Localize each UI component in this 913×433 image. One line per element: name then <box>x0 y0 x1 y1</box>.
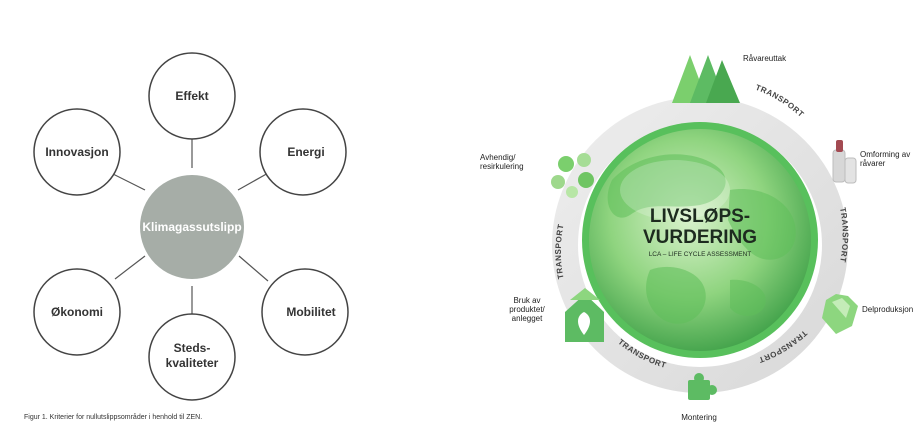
lca-title-line2: VURDERING <box>643 227 757 248</box>
continent-south <box>646 266 706 324</box>
house-icon <box>565 288 604 342</box>
stage-omforming-line2: råvarer <box>860 159 886 168</box>
figure-caption: Figur 1. Kriterier for nullutslippsområd… <box>24 414 203 421</box>
lca-diagram: LIVSLØPS- VURDERING LCA – LIFE CYCLE ASS… <box>480 54 913 422</box>
node-okonomi-label: Økonomi <box>51 305 103 319</box>
stage-bruk-line3: anlegget <box>512 314 543 323</box>
node-innovasjon <box>33 108 121 196</box>
puzzle-icon <box>688 373 717 400</box>
node-okonomi <box>33 268 121 356</box>
lca-title-line1: LIVSLØPS- <box>650 206 750 227</box>
criteria-diagram: Klimagassutslipp Effekt Energi Mobilitet… <box>33 52 349 401</box>
line-energi <box>237 171 271 191</box>
globe-highlight <box>620 160 730 220</box>
stage-delprodukt: Delproduksjon <box>862 305 913 314</box>
recycling-icon <box>551 153 594 198</box>
node-innovasjon-label: Innovasjon <box>45 145 108 159</box>
node-steds-line1: Steds- <box>174 341 211 355</box>
transport-label-right: TRANSPORT <box>838 207 850 264</box>
center-label: Klimagassutslipp <box>142 220 241 234</box>
node-stedskvaliteter <box>148 313 236 401</box>
node-steds-line2: kvaliteter <box>166 356 219 370</box>
transport-label-left: TRANSPORT <box>554 223 566 280</box>
transport-label-right-path: TRANSPORT <box>838 207 849 264</box>
node-energi <box>259 108 347 196</box>
lca-subtitle: LCA – LIFE CYCLE ASSESSMENT <box>649 251 752 258</box>
stage-avhendig-line2: resirkulering <box>480 162 524 171</box>
node-mobilitet <box>261 268 349 356</box>
stage-avhendig-line1: Avhendig/ <box>480 153 516 162</box>
node-effekt <box>148 52 236 140</box>
line-mobilitet <box>238 255 269 282</box>
center-circle <box>140 175 244 279</box>
node-effekt-label: Effekt <box>175 89 208 103</box>
continent-north <box>607 154 726 218</box>
connector-lines <box>112 123 271 314</box>
stage-omforming-line1: Omforming av <box>860 150 910 159</box>
mountains-icon <box>672 55 740 103</box>
cylinders-icon <box>832 140 857 184</box>
line-innovasjon <box>112 173 146 191</box>
node-energi-label: Energi <box>287 145 324 159</box>
line-okonomi <box>114 255 146 280</box>
transport-label-left-path: TRANSPORT <box>554 223 565 280</box>
hand-icon <box>822 294 858 334</box>
continents <box>607 154 796 324</box>
stage-ravareuttak: Råvareuttak <box>743 54 787 63</box>
stage-montering: Montering <box>681 413 717 422</box>
stage-bruk-line1: Bruk av <box>513 296 540 305</box>
stage-bruk-line2: produktet/ <box>509 305 545 314</box>
node-mobilitet-label: Mobilitet <box>286 305 335 319</box>
continent-southeast <box>730 279 766 316</box>
continent-east <box>728 189 796 260</box>
